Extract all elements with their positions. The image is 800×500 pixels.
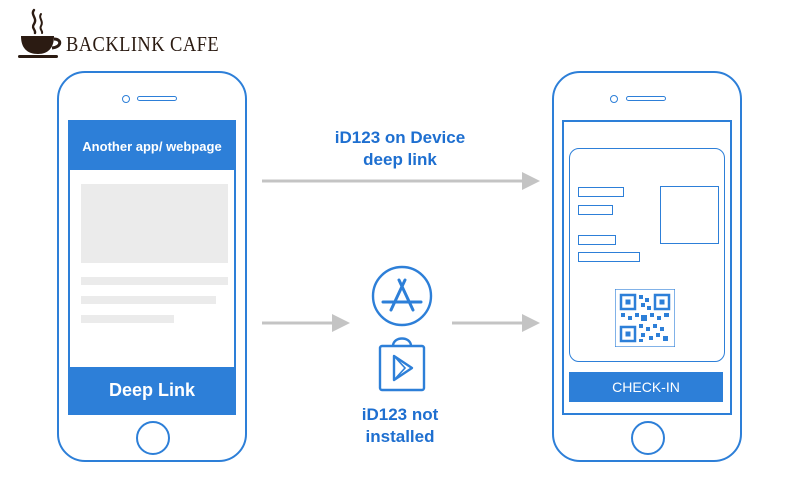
flow-label-line: iD123 on Device xyxy=(334,128,466,147)
text-line-placeholder xyxy=(81,277,228,285)
photo-placeholder xyxy=(660,186,719,244)
app-header-title: Another app/ webpage xyxy=(82,138,222,154)
home-button xyxy=(631,421,665,455)
flow-label-line: installed xyxy=(365,427,435,446)
ticket-field-line xyxy=(578,205,613,215)
ticket-field-line xyxy=(578,252,640,262)
ticket-field-line xyxy=(578,187,624,197)
target-phone: CHECK-IN xyxy=(552,71,742,462)
ticket-field-line xyxy=(578,235,616,245)
content-placeholder xyxy=(81,184,228,263)
front-camera xyxy=(610,95,618,103)
app-store-icon xyxy=(371,265,433,327)
deep-link-label: Deep Link xyxy=(108,379,196,400)
deep-link-flow-label: iD123 on Device deep link xyxy=(300,127,500,171)
check-in-button[interactable]: CHECK-IN xyxy=(569,372,723,402)
brand-logo: BACKLINK CAFE xyxy=(18,6,220,60)
speaker-slot xyxy=(626,96,666,101)
speaker-slot xyxy=(137,96,177,101)
source-phone: Another app/ webpage Deep Link xyxy=(57,71,247,462)
text-line-placeholder xyxy=(81,296,216,304)
arrow-store-to-app xyxy=(452,314,540,332)
arrow-deep-link-path xyxy=(262,172,540,190)
flow-label-line: iD123 not xyxy=(361,405,439,424)
arrow-to-store xyxy=(262,314,350,332)
check-in-label: CHECK-IN xyxy=(612,379,680,395)
deep-link-button[interactable]: Deep Link xyxy=(70,367,234,413)
brand-name: BACKLINK CAFE xyxy=(66,32,220,56)
flow-label-line: deep link xyxy=(363,150,437,169)
home-button xyxy=(136,421,170,455)
source-screen: Another app/ webpage Deep Link xyxy=(68,120,236,415)
app-header: Another app/ webpage xyxy=(70,122,234,170)
target-screen: CHECK-IN xyxy=(562,120,732,415)
boarding-pass-card xyxy=(569,148,725,362)
front-camera xyxy=(122,95,130,103)
qr-code-icon xyxy=(615,289,675,347)
text-line-placeholder xyxy=(81,315,174,323)
play-store-bag-icon xyxy=(378,337,426,392)
coffee-cup-icon xyxy=(18,8,62,58)
not-installed-flow-label: iD123 not installed xyxy=(320,404,480,448)
